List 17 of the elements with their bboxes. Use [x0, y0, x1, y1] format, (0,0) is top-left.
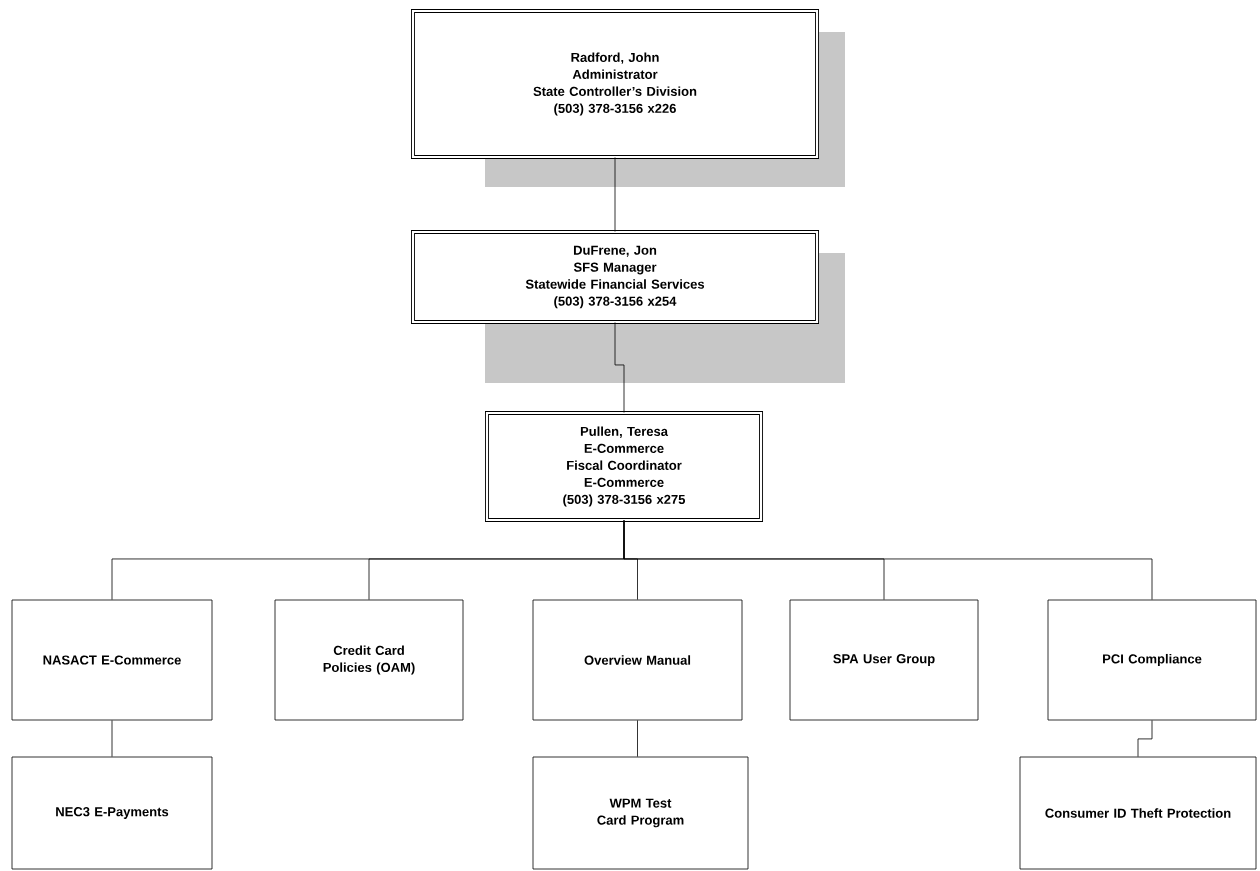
- connector-line: [614, 157, 616, 232]
- person-box: Pullen, Teresa E-Commerce Fiscal Coordinator E-Commerce (503) 378-3156 x275: [485, 411, 763, 522]
- person-box: DuFrene, Jon SFS Manager Statewide Financial Services (503) 378-3156 x254: [411, 230, 845, 383]
- topic-box: PCI Compliance: [1047, 599, 1257, 721]
- connector-line: [623, 520, 1153, 600]
- topic-box: NEC3 E-Payments: [11, 756, 213, 870]
- topic-box: NASACT E-Commerce: [11, 599, 213, 721]
- topic-box: WPM Test Card Program: [532, 756, 749, 870]
- connector-line: [614, 322, 625, 413]
- person-box: Radford, John Administrator State Controller’s Division (503) 378-3156 x226: [411, 9, 845, 187]
- topic-box: Consumer ID Theft Protection: [1019, 756, 1257, 870]
- topic-box: Overview Manual: [532, 599, 743, 721]
- connector-line: [637, 720, 638, 757]
- connector-line: [1137, 720, 1153, 757]
- topic-box: Credit Card Policies (OAM): [274, 599, 464, 721]
- topic-box: SPA User Group: [789, 599, 979, 721]
- connector-line: [111, 720, 113, 757]
